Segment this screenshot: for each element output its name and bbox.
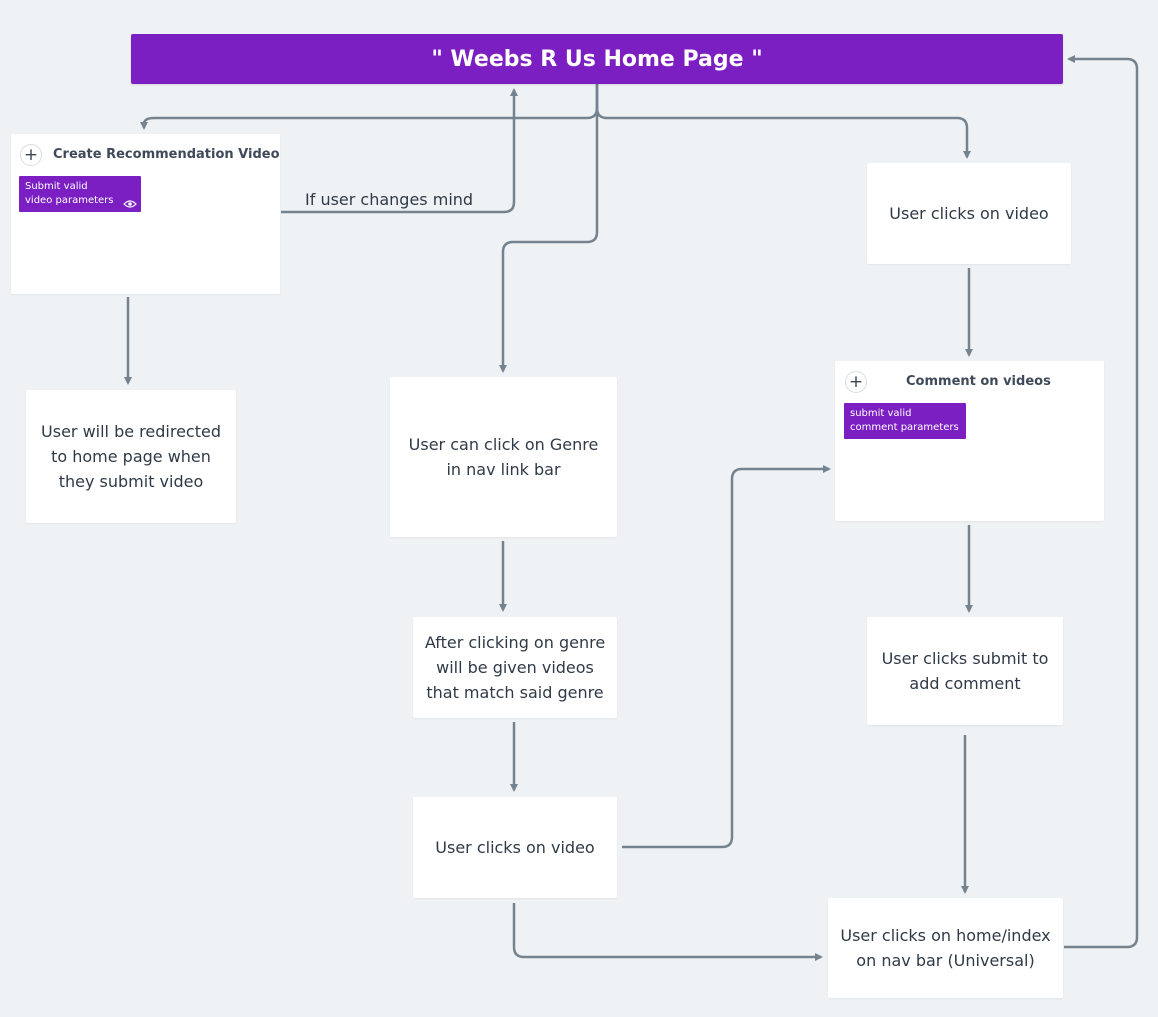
home-page-title-node[interactable]: " Weebs R Us Home Page " xyxy=(131,34,1063,84)
home-click-text: User clicks on home/index on nav bar (Un… xyxy=(840,926,1051,970)
create-recommendation-title: Create Recommendation Video xyxy=(53,147,280,162)
genre-results-text: After clicking on genre will be given vi… xyxy=(424,633,606,702)
genre-click-node[interactable]: User can click on Genre in nav link bar xyxy=(390,377,617,537)
genre-click-text: User can click on Genre in nav link bar xyxy=(408,435,599,479)
edge-genre-video-to-comment xyxy=(622,465,831,849)
submit-comment-tag[interactable]: submit valid comment parameters xyxy=(844,403,966,439)
submit-comment-tag-label: submit valid comment parameters xyxy=(850,408,959,433)
submit-comment-node[interactable]: User clicks submit to add comment xyxy=(867,617,1063,725)
genre-results-node[interactable]: After clicking on genre will be given vi… xyxy=(413,617,617,718)
home-page-title: " Weebs R Us Home Page " xyxy=(431,46,763,72)
video-click-text: User clicks on video xyxy=(889,204,1049,223)
edge-home-to-create xyxy=(140,84,599,130)
redirect-node[interactable]: User will be redirected to home page whe… xyxy=(26,390,236,523)
submit-video-tag-label: Submit valid video parameters xyxy=(25,181,114,206)
redirect-text: User will be redirected to home page whe… xyxy=(41,422,221,491)
changes-mind-label: If user changes mind xyxy=(305,190,474,209)
eye-icon[interactable] xyxy=(123,199,137,209)
submit-video-tag[interactable]: Submit valid video parameters xyxy=(19,176,141,212)
plus-icon[interactable]: + xyxy=(20,144,42,166)
comment-card-title: Comment on videos xyxy=(906,374,1051,389)
comment-card[interactable]: + Comment on videos submit valid comment… xyxy=(835,361,1104,521)
home-click-node[interactable]: User clicks on home/index on nav bar (Un… xyxy=(828,898,1063,998)
plus-icon[interactable]: + xyxy=(845,371,867,393)
edge-home-to-video xyxy=(595,84,971,159)
create-recommendation-card[interactable]: + Create Recommendation Video Submit val… xyxy=(11,134,280,294)
edge-genre-video-to-home-click xyxy=(512,903,823,961)
genre-video-click-text: User clicks on video xyxy=(435,838,595,857)
video-click-node[interactable]: User clicks on video xyxy=(867,163,1071,264)
submit-comment-text: User clicks submit to add comment xyxy=(881,649,1049,693)
edge-home-to-genre xyxy=(499,84,599,373)
genre-video-click-node[interactable]: User clicks on video xyxy=(413,797,617,898)
